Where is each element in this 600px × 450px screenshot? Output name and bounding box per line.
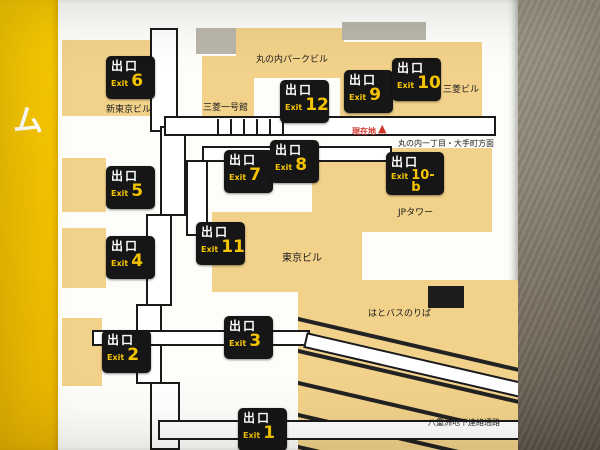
label-yaesu-underground-passage: 八重洲地下連絡通路 (428, 418, 500, 427)
label-hato-bus-boarding: はとバスのりば (368, 309, 432, 319)
exit-number: 1 (263, 423, 276, 444)
label-mitsubishi-building: 三菱ビル (443, 85, 480, 95)
exit-jp-label: 出口 (391, 155, 420, 169)
road-vertical-mid (160, 126, 186, 216)
exit-number: 5 (131, 181, 144, 202)
exit-en-label: Exit (285, 103, 303, 113)
exit-number: 9 (369, 85, 382, 106)
exit-en-label: Exit (391, 172, 409, 182)
exit-jp-label: 出口 (229, 319, 258, 333)
exit-en-label: Exit (243, 431, 261, 441)
current-location-marker: 現在地 ▲ (352, 122, 387, 137)
exit-jp-label: 出口 (111, 239, 140, 253)
label-tokyo-building: 東京ビル (282, 253, 322, 264)
label-marunouchi-park-building: 丸の内パークビル (256, 55, 329, 65)
exit-en-label: Exit (111, 259, 129, 269)
road-crosshatch (206, 119, 284, 134)
exit-number: 10-b (411, 168, 435, 195)
building-left-a (62, 158, 106, 212)
label-direction-marunouchi-otemachi: 丸の内一丁目・大手町方面 (398, 139, 494, 148)
exit-number: 12 (305, 95, 329, 116)
exit-number: 4 (131, 251, 144, 272)
label-shin-tokyo-building: 新東京ビル (106, 105, 152, 115)
current-location-label: 現在地 (352, 127, 376, 136)
building-marunouchi-park (236, 28, 344, 78)
exit-en-label: Exit (397, 81, 415, 91)
exit-number: 8 (295, 155, 308, 176)
exit-jp-label: 出口 (285, 83, 314, 97)
exit-number: 2 (127, 345, 140, 366)
exit-en-label: Exit (111, 189, 129, 199)
exit-jp-label: 出口 (243, 411, 272, 425)
exit-number: 3 (249, 331, 262, 352)
exit-en-label: Exit (229, 173, 247, 183)
building-black-structure (428, 286, 464, 308)
exit-jp-label: 出口 (229, 153, 258, 167)
exit-jp-label: 出口 (397, 61, 426, 75)
label-mitsubishi-ichigokan: 三菱一号館 (203, 103, 249, 113)
exit-jp-label: 出口 (201, 225, 230, 239)
wall-background (518, 0, 600, 450)
exit-number: 11 (221, 237, 245, 258)
exit-en-label: Exit (349, 93, 367, 103)
exit-number: 10 (417, 73, 441, 94)
side-panel-character: ム (13, 104, 43, 139)
building-gray-top-right (342, 22, 426, 40)
exit-jp-label: 出口 (111, 59, 140, 73)
exit-number: 7 (249, 165, 262, 186)
exit-jp-label: 出口 (111, 169, 140, 183)
exit-jp-label: 出口 (349, 73, 378, 87)
exit-en-label: Exit (107, 353, 125, 363)
exit-en-label: Exit (275, 163, 293, 173)
exit-en-label: Exit (201, 245, 219, 255)
exit-jp-label: 出口 (275, 143, 304, 157)
exit-en-label: Exit (229, 339, 247, 349)
exit-number: 6 (131, 71, 144, 92)
label-jp-tower: JPタワー (398, 208, 434, 218)
building-left-c (62, 318, 102, 386)
exit-jp-label: 出口 (107, 333, 136, 347)
building-left-b (62, 228, 106, 288)
current-location-triangle-icon: ▲ (378, 122, 387, 135)
yellow-side-panel: ム (0, 0, 58, 450)
exit-en-label: Exit (111, 79, 129, 89)
